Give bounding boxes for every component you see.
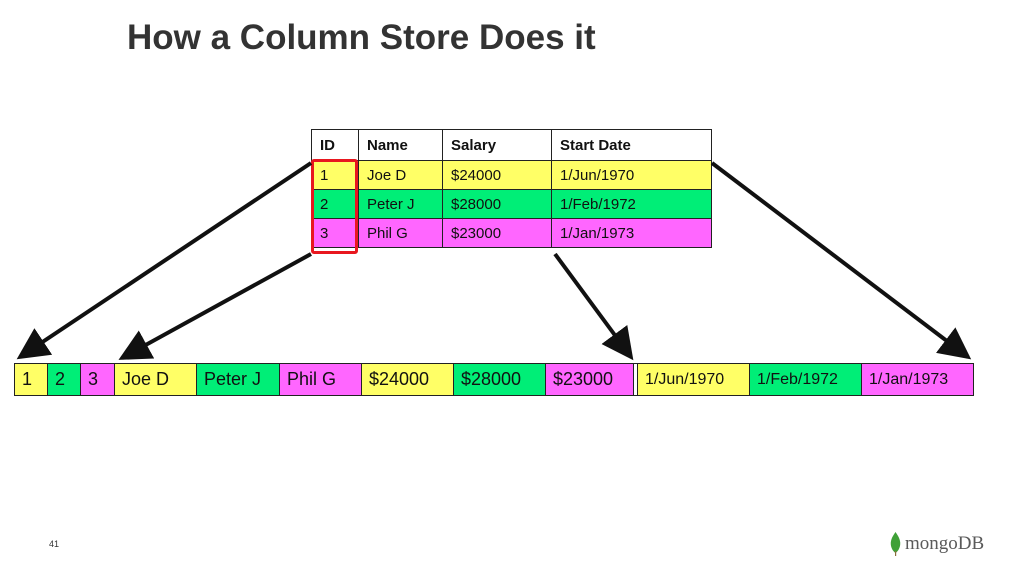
cell-id: 2 bbox=[311, 189, 359, 219]
cell-name: Peter J bbox=[358, 189, 443, 219]
cell-salary: $24000 bbox=[442, 160, 552, 190]
strip-cell-name: Joe D bbox=[114, 364, 196, 395]
strip-cell-start-date: 1/Jun/1970 bbox=[637, 364, 749, 395]
strip-cell-name: Phil G bbox=[279, 364, 361, 395]
strip-cell-salary: $23000 bbox=[545, 364, 633, 395]
cell-id: 1 bbox=[311, 160, 359, 190]
strip-cell-id: 1 bbox=[14, 364, 47, 395]
logo-text: mongoDB bbox=[905, 533, 985, 554]
strip-cell-start-date: 1/Jan/1973 bbox=[861, 364, 974, 395]
strip-cell-start-date: 1/Feb/1972 bbox=[749, 364, 861, 395]
page-number: 41 bbox=[49, 539, 60, 549]
header-id: ID bbox=[311, 129, 359, 161]
cell-salary: $28000 bbox=[442, 189, 552, 219]
header-name: Name bbox=[358, 129, 443, 161]
row-store-table: ID Name Salary Start Date 1 Joe D $24000… bbox=[311, 129, 712, 248]
strip-gap bbox=[633, 364, 637, 395]
table-row: 3 Phil G $23000 1/Jan/1973 bbox=[311, 218, 712, 248]
cell-start-date: 1/Jun/1970 bbox=[551, 160, 712, 190]
cell-salary: $23000 bbox=[442, 218, 552, 248]
header-start-date: Start Date bbox=[551, 129, 712, 161]
arrow-salary-column bbox=[553, 252, 634, 361]
column-store-strip: 1 2 3 Joe D Peter J Phil G $24000 $28000… bbox=[14, 363, 974, 396]
arrow-date-column bbox=[710, 161, 972, 360]
id-column-highlight bbox=[311, 159, 358, 254]
cell-id: 3 bbox=[311, 218, 359, 248]
cell-start-date: 1/Jan/1973 bbox=[551, 218, 712, 248]
leaf-icon bbox=[890, 532, 901, 556]
strip-cell-salary: $24000 bbox=[361, 364, 453, 395]
mongodb-logo: mongoDB bbox=[890, 532, 984, 556]
arrow-id-column bbox=[16, 161, 313, 360]
table-row: 1 Joe D $24000 1/Jun/1970 bbox=[311, 160, 712, 190]
slide-title: How a Column Store Does it bbox=[127, 18, 596, 57]
table-header-row: ID Name Salary Start Date bbox=[311, 129, 712, 161]
arrow-name-column bbox=[118, 252, 312, 360]
strip-cell-id: 3 bbox=[80, 364, 114, 395]
strip-cell-id: 2 bbox=[47, 364, 80, 395]
strip-cell-salary: $28000 bbox=[453, 364, 545, 395]
strip-cell-name: Peter J bbox=[196, 364, 279, 395]
